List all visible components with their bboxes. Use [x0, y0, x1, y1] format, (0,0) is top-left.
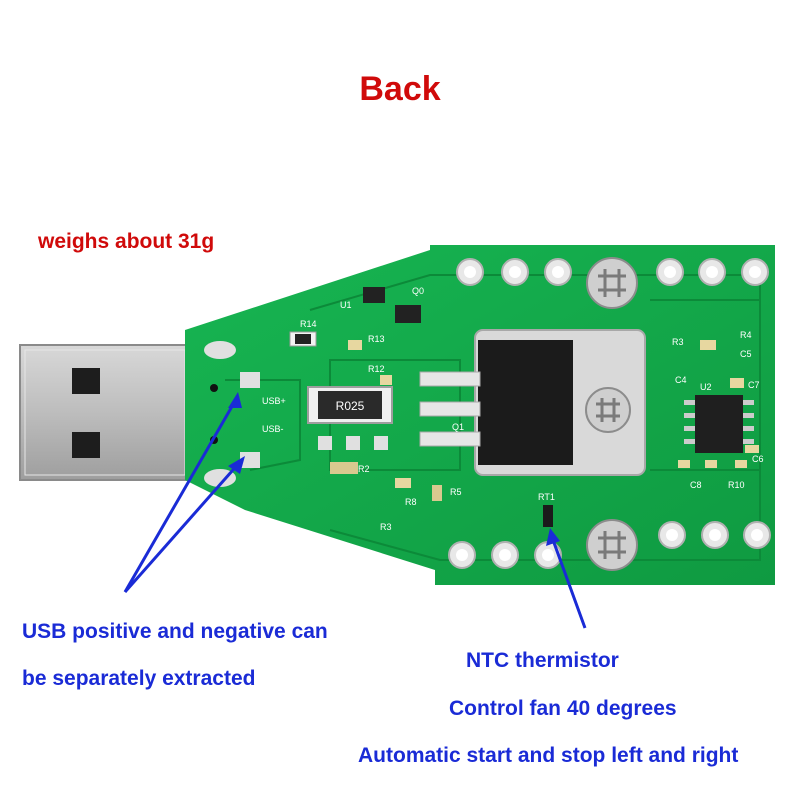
label-c8: C8 [690, 480, 702, 490]
label-u1: U1 [340, 300, 352, 310]
screw-heads [586, 257, 638, 571]
usb-note-line2: be separately extracted [22, 667, 256, 690]
label-r12: R12 [368, 364, 385, 374]
title: Back [359, 70, 441, 108]
label-c5: C5 [740, 349, 752, 359]
label-q1: Q1 [452, 422, 464, 432]
label-u2: U2 [700, 382, 712, 392]
label-rt1: RT1 [538, 492, 555, 502]
usb-note-line1: USB positive and negative can [22, 620, 328, 643]
label-r10: R10 [728, 480, 745, 490]
ntc-title: NTC thermistor [466, 649, 619, 672]
label-r8: R8 [405, 497, 417, 507]
shunt-resistor: R025 [307, 386, 393, 424]
usb-connector [19, 344, 191, 481]
label-usb-pos: USB+ [262, 396, 286, 406]
label-c6: C6 [752, 454, 764, 464]
annotation-arrows [123, 392, 587, 629]
resistor-label: R025 [336, 399, 365, 413]
label-c4: C4 [675, 375, 687, 385]
label-r3b: R3 [380, 522, 392, 532]
label-c7: C7 [748, 380, 760, 390]
label-r3: R3 [672, 337, 684, 347]
label-q0: Q0 [412, 286, 424, 296]
silkscreen-labels: R14 U1 Q0 R13 R12 USB+ USB- Q1 R2 R8 R3 … [262, 286, 764, 532]
ntc-line2: Automatic start and stop left and right [358, 744, 739, 767]
mosfet [419, 329, 646, 476]
weight-note: weighs about 31g [38, 230, 215, 253]
label-usb-neg: USB- [262, 424, 284, 434]
ic-u2 [684, 395, 754, 453]
label-r2: R2 [358, 464, 370, 474]
ntc-line1: Control fan 40 degrees [449, 697, 677, 720]
label-r13: R13 [368, 334, 385, 344]
label-r4: R4 [740, 330, 752, 340]
label-r14: R14 [300, 319, 317, 329]
label-r5: R5 [450, 487, 462, 497]
